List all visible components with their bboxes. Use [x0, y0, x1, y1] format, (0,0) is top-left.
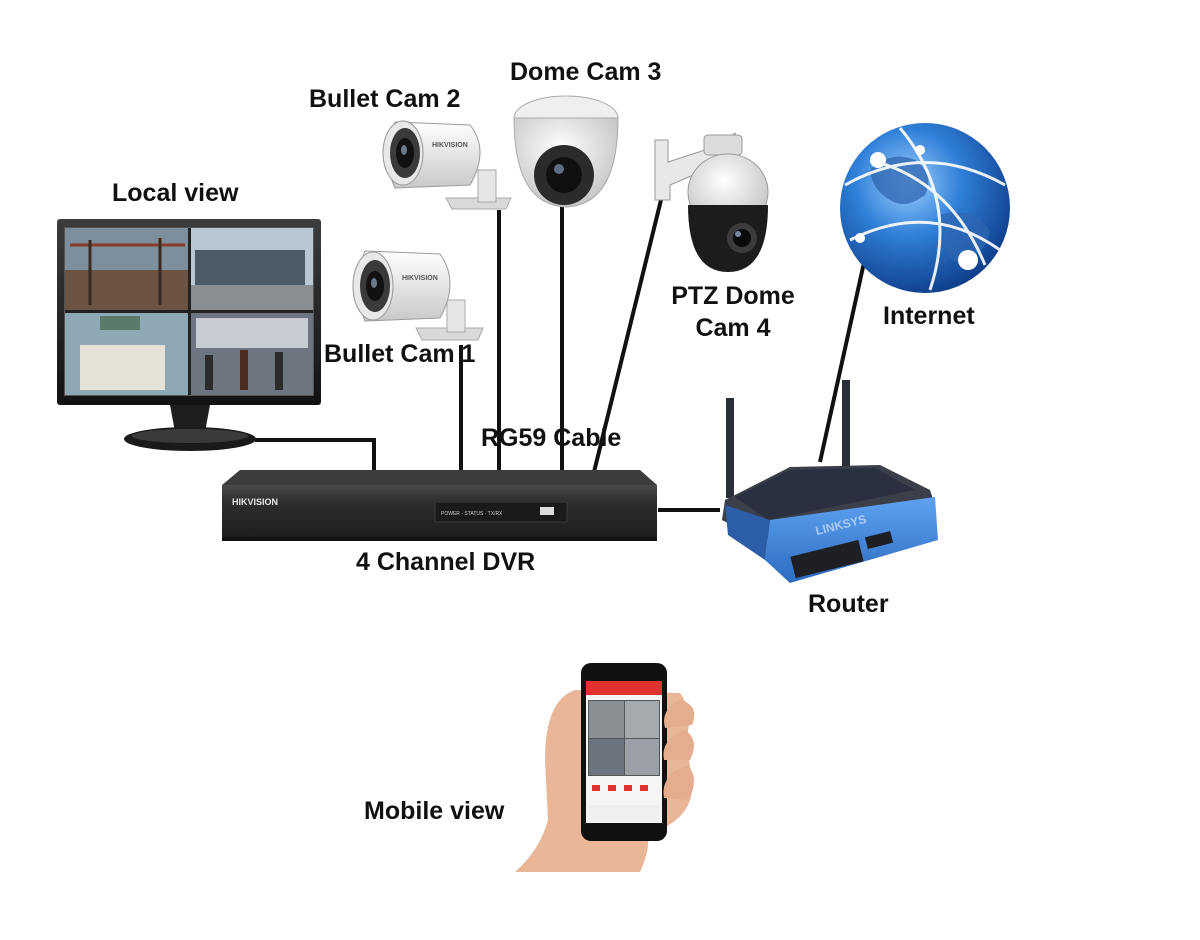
label-rg59-cable: RG59 Cable — [481, 424, 622, 452]
bullet-cam-2: HIKVISION — [382, 120, 512, 210]
label-local-view: Local view — [112, 179, 239, 207]
cable-ptz-cam-4 — [592, 199, 663, 473]
dvr-brand: HIKVISION — [232, 497, 278, 507]
router: LINKSYS — [722, 380, 938, 583]
label-bullet-cam-2: Bullet Cam 2 — [309, 85, 461, 113]
label-bullet-cam-1: Bullet Cam 1 — [324, 340, 476, 368]
label-dome-cam-3: Dome Cam 3 — [510, 58, 662, 86]
dvr-unit: HIKVISION POWER · STATUS · TX/RX — [222, 470, 657, 541]
cables — [255, 199, 867, 512]
dvr-panel-text: POWER · STATUS · TX/RX — [441, 511, 503, 517]
mobile-phone — [515, 663, 695, 872]
monitor-quad-view — [65, 228, 313, 395]
dome-cam-3 — [513, 95, 619, 208]
label-mobile-view: Mobile view — [364, 797, 505, 825]
label-ptz-line-1: PTZ Dome — [671, 282, 795, 310]
bullet-cam-1: HIKVISION — [352, 250, 484, 341]
internet-globe — [840, 123, 1010, 293]
monitor — [57, 219, 321, 451]
label-ptz-dome-cam-4: PTZ Dome Cam 4 — [658, 282, 808, 342]
label-dvr: 4 Channel DVR — [356, 548, 536, 576]
bullet-cam-2-brand: HIKVISION — [432, 142, 468, 149]
bullet-cam-1-brand: HIKVISION — [402, 275, 438, 282]
cable-router-internet — [818, 257, 867, 463]
label-ptz-line-2: Cam 4 — [695, 313, 771, 342]
ptz-dome-cam-4 — [654, 132, 769, 272]
label-router: Router — [808, 590, 889, 618]
label-internet: Internet — [883, 302, 975, 330]
